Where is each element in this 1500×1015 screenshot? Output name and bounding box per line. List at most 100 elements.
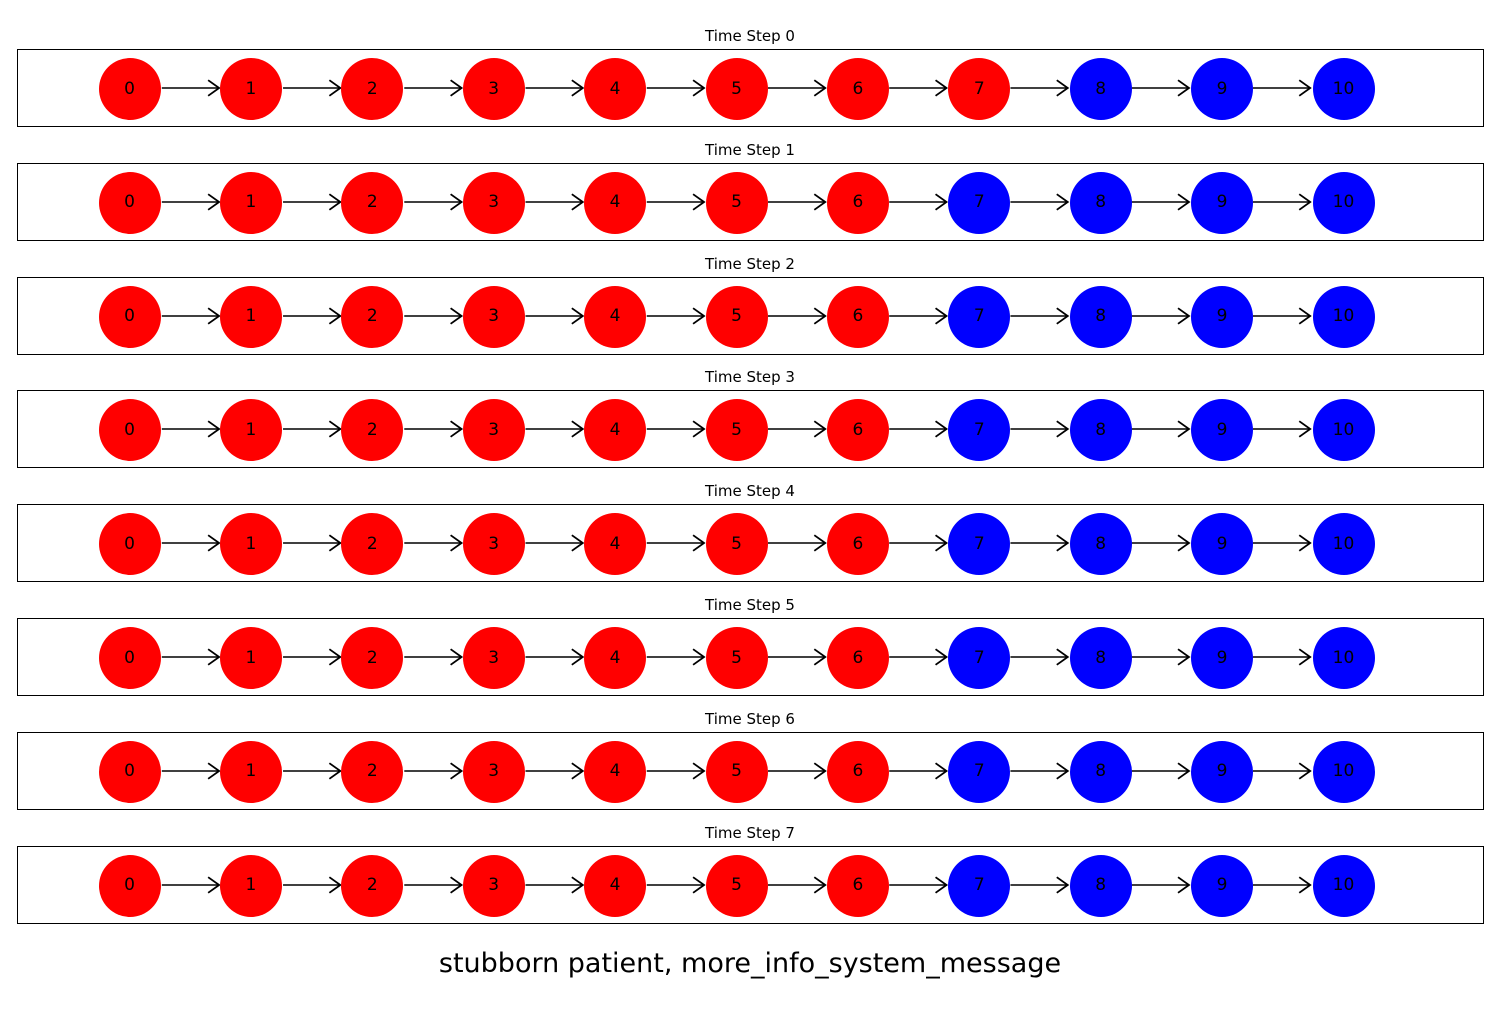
- graph-node[interactable]: 6: [826, 171, 889, 234]
- graph-node[interactable]: 9: [1191, 58, 1254, 120]
- graph-node[interactable]: 3: [462, 58, 525, 120]
- graph-node[interactable]: 10: [1312, 740, 1375, 803]
- edge-arrowhead: [692, 193, 706, 211]
- edge-arrowhead: [1176, 307, 1191, 325]
- graph-node[interactable]: 6: [826, 58, 889, 120]
- graph-node[interactable]: 0: [98, 399, 161, 462]
- graph-node[interactable]: 1: [219, 627, 282, 689]
- graph-node[interactable]: 7: [948, 58, 1011, 120]
- graph-node[interactable]: 6: [826, 627, 889, 689]
- graph-node[interactable]: 6: [826, 740, 889, 803]
- graph-node[interactable]: 3: [462, 513, 525, 576]
- graph-node[interactable]: 1: [219, 58, 282, 120]
- graph-node[interactable]: 4: [584, 627, 647, 689]
- graph-node[interactable]: 9: [1191, 627, 1254, 689]
- graph-edge: [1131, 79, 1191, 97]
- graph-node[interactable]: 2: [341, 854, 404, 917]
- graph-edge: [1009, 420, 1069, 438]
- graph-node[interactable]: 9: [1191, 740, 1254, 803]
- graph-node[interactable]: 7: [948, 627, 1011, 689]
- graph-node[interactable]: 7: [948, 285, 1011, 348]
- graph-node[interactable]: 3: [462, 399, 525, 462]
- graph-node[interactable]: 5: [705, 58, 768, 120]
- graph-edge: [646, 79, 706, 97]
- graph-node[interactable]: 9: [1191, 399, 1254, 462]
- graph-node[interactable]: 6: [826, 285, 889, 348]
- graph-edge: [646, 420, 706, 438]
- graph-node[interactable]: 10: [1312, 285, 1375, 348]
- graph-node[interactable]: 8: [1069, 285, 1132, 348]
- graph-node[interactable]: 10: [1312, 58, 1375, 120]
- graph-node[interactable]: 1: [219, 740, 282, 803]
- graph-node[interactable]: 3: [462, 627, 525, 689]
- graph-node[interactable]: 6: [826, 399, 889, 462]
- graph-node[interactable]: 8: [1069, 171, 1132, 234]
- graph-node[interactable]: 7: [948, 740, 1011, 803]
- graph-node[interactable]: 10: [1312, 513, 1375, 576]
- graph-node[interactable]: 3: [462, 171, 525, 234]
- graph-node[interactable]: 3: [462, 854, 525, 917]
- graph-node[interactable]: 4: [584, 285, 647, 348]
- graph-node[interactable]: 10: [1312, 627, 1375, 689]
- graph-node[interactable]: 4: [584, 399, 647, 462]
- graph-edge: [1252, 534, 1312, 552]
- graph-node[interactable]: 7: [948, 171, 1011, 234]
- edge-arrowhead: [449, 648, 463, 666]
- graph-node[interactable]: 4: [584, 740, 647, 803]
- graph-node[interactable]: 0: [98, 854, 161, 917]
- graph-node[interactable]: 0: [98, 627, 161, 689]
- graph-node[interactable]: 10: [1312, 399, 1375, 462]
- graph-node[interactable]: 2: [341, 171, 404, 234]
- graph-node[interactable]: 10: [1312, 171, 1375, 234]
- graph-node[interactable]: 4: [584, 58, 647, 120]
- graph-node[interactable]: 8: [1069, 627, 1132, 689]
- graph-node[interactable]: 6: [826, 513, 889, 576]
- graph-node[interactable]: 2: [341, 399, 404, 462]
- graph-node[interactable]: 7: [948, 854, 1011, 917]
- graph-node[interactable]: 0: [98, 513, 161, 576]
- graph-node[interactable]: 3: [462, 740, 525, 803]
- panel-title: Time Step 6: [705, 709, 795, 728]
- graph-node[interactable]: 6: [826, 854, 889, 917]
- graph-node[interactable]: 5: [705, 627, 768, 689]
- graph-node[interactable]: 7: [948, 399, 1011, 462]
- graph-node[interactable]: 2: [341, 58, 404, 120]
- graph-node[interactable]: 10: [1312, 854, 1375, 917]
- graph-node[interactable]: 4: [584, 513, 647, 576]
- graph-edge: [646, 193, 706, 211]
- graph-node[interactable]: 2: [341, 627, 404, 689]
- graph-node[interactable]: 2: [341, 513, 404, 576]
- graph-node[interactable]: 2: [341, 285, 404, 348]
- graph-node[interactable]: 1: [219, 399, 282, 462]
- graph-node[interactable]: 8: [1069, 58, 1132, 120]
- graph-node[interactable]: 8: [1069, 399, 1132, 462]
- graph-node[interactable]: 0: [98, 58, 161, 120]
- graph-node[interactable]: 1: [219, 854, 282, 917]
- graph-node[interactable]: 2: [341, 740, 404, 803]
- graph-node[interactable]: 9: [1191, 854, 1254, 917]
- graph-node[interactable]: 4: [584, 854, 647, 917]
- graph-node[interactable]: 1: [219, 513, 282, 576]
- graph-node[interactable]: 8: [1069, 740, 1132, 803]
- graph-node[interactable]: 5: [705, 171, 768, 234]
- graph-node[interactable]: 5: [705, 740, 768, 803]
- graph-node[interactable]: 0: [98, 285, 161, 348]
- graph-node[interactable]: 5: [705, 513, 768, 576]
- graph-node[interactable]: 3: [462, 285, 525, 348]
- graph-node[interactable]: 0: [98, 740, 161, 803]
- graph-node[interactable]: 8: [1069, 854, 1132, 917]
- graph-node[interactable]: 7: [948, 513, 1011, 576]
- graph-node[interactable]: 5: [705, 399, 768, 462]
- graph-node[interactable]: 5: [705, 285, 768, 348]
- graph-node[interactable]: 9: [1191, 171, 1254, 234]
- graph-edge: [525, 307, 584, 325]
- graph-node[interactable]: 0: [98, 171, 161, 234]
- graph-node[interactable]: 9: [1191, 285, 1254, 348]
- graph-node[interactable]: 1: [219, 285, 282, 348]
- graph-node[interactable]: 9: [1191, 513, 1254, 576]
- graph-node[interactable]: 5: [705, 854, 768, 917]
- edge-arrowhead: [449, 307, 463, 325]
- graph-node[interactable]: 4: [584, 171, 647, 234]
- graph-node[interactable]: 8: [1069, 513, 1132, 576]
- graph-node[interactable]: 1: [219, 171, 282, 234]
